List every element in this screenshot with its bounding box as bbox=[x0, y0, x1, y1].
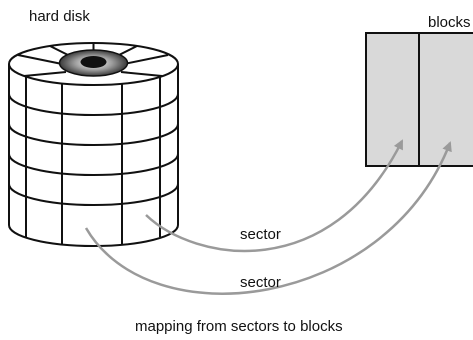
sector-upper-label: sector bbox=[240, 226, 281, 243]
blocks-group bbox=[365, 32, 473, 167]
sector-lower-label: sector bbox=[240, 274, 281, 291]
blocks-label: blocks bbox=[428, 14, 471, 31]
block-1 bbox=[365, 32, 420, 167]
sector-upper-arrow bbox=[145, 139, 404, 253]
block-2 bbox=[418, 32, 473, 167]
hard-disk-label: hard disk bbox=[29, 8, 90, 25]
spindle-center bbox=[80, 56, 107, 68]
sector-lower-arrow bbox=[84, 141, 452, 295]
diagram-caption: mapping from sectors to blocks bbox=[135, 318, 343, 335]
